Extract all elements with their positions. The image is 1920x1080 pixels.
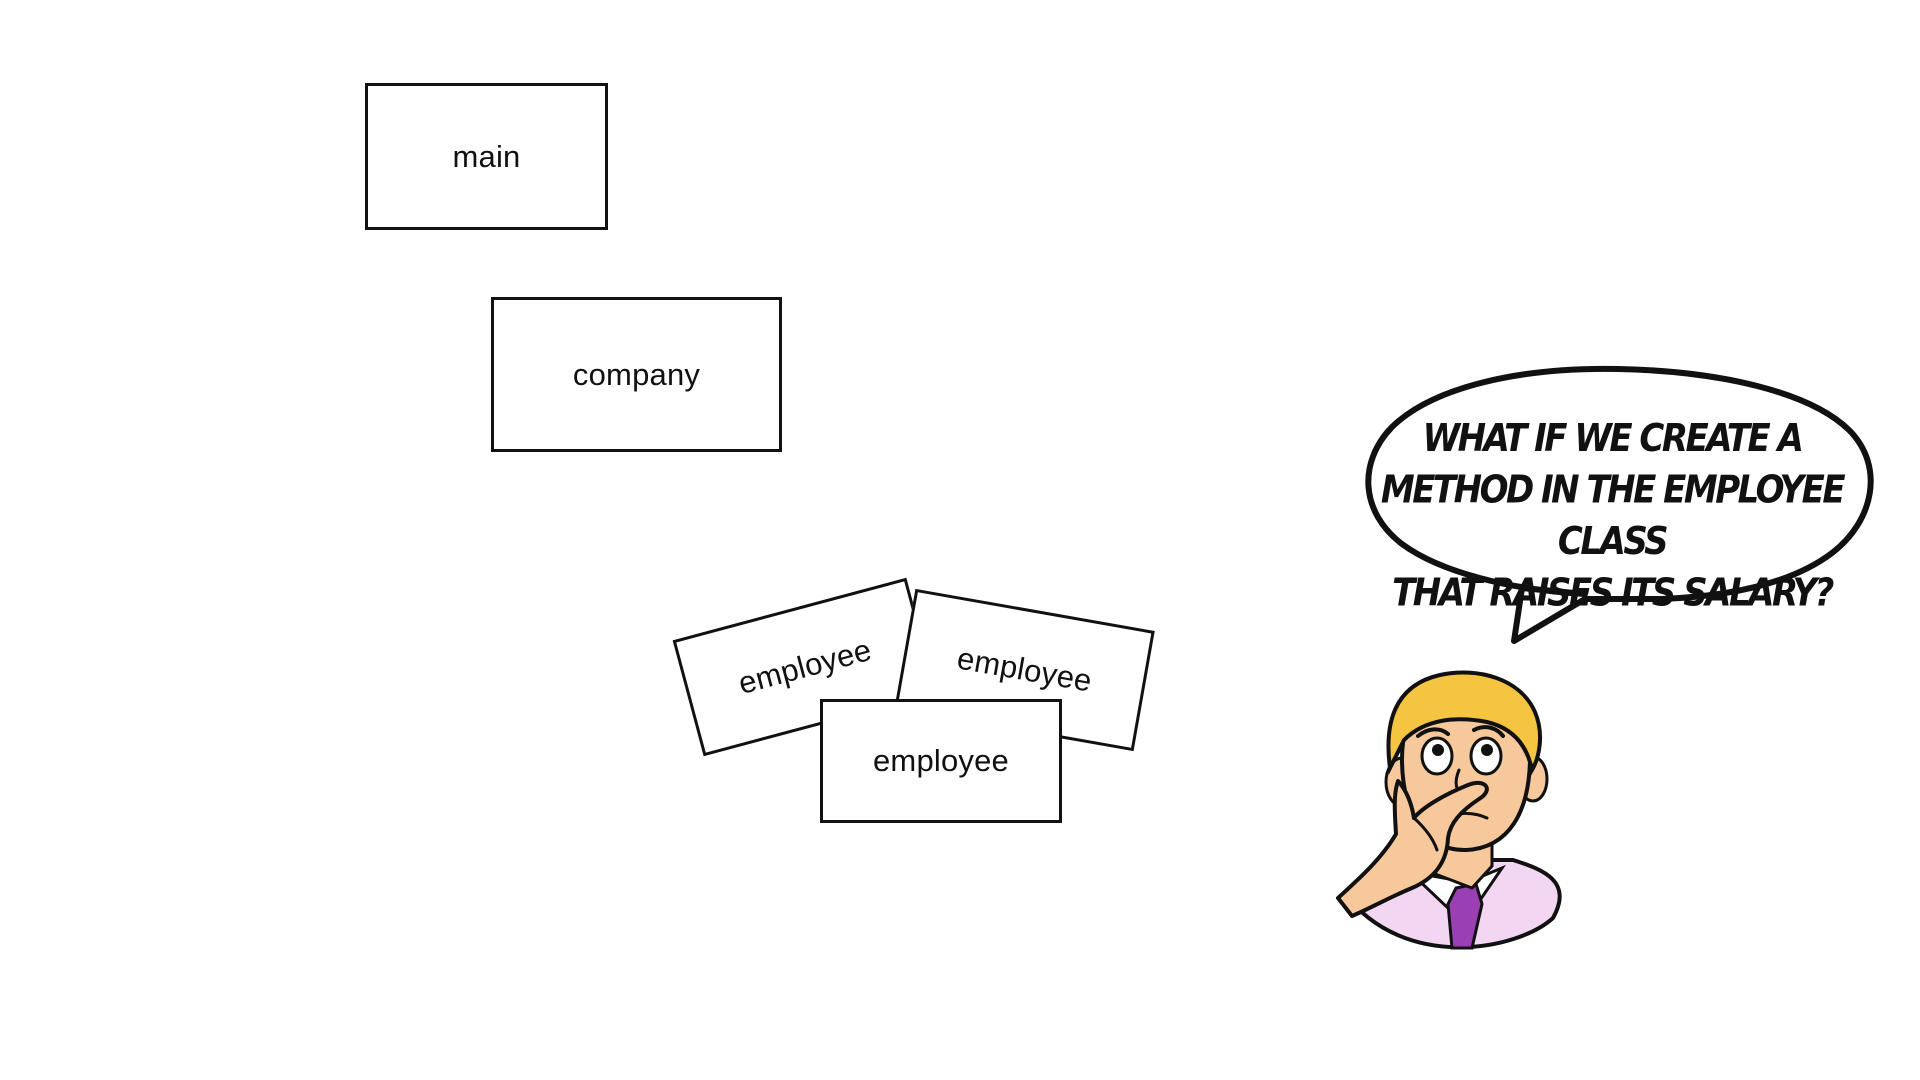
speech-line-1: WHAT IF WE CREATE A [1422,416,1804,462]
employee-box-right-label: employee [954,640,1095,699]
company-box-label: company [572,356,701,392]
speech-bubble-icon [1365,365,1874,644]
thinking-man-icon [1336,670,1562,950]
main-box-label: main [452,138,521,174]
speech-line-2: METHOD IN THE EMPLOYEE CLASS [1380,467,1846,565]
speech-bubble-text: WHAT IF WE CREATE A METHOD IN THE EMPLOY… [1372,413,1852,619]
main-box: main [365,83,608,230]
employee-box-front: employee [820,699,1062,823]
speech-line-3: THAT RAISES ITS SALARY? [1392,570,1834,616]
thinking-scene [1336,365,1874,950]
company-box: company [491,297,782,452]
employee-box-left-label: employee [734,632,876,702]
employee-box-front-label: employee [872,743,1009,778]
